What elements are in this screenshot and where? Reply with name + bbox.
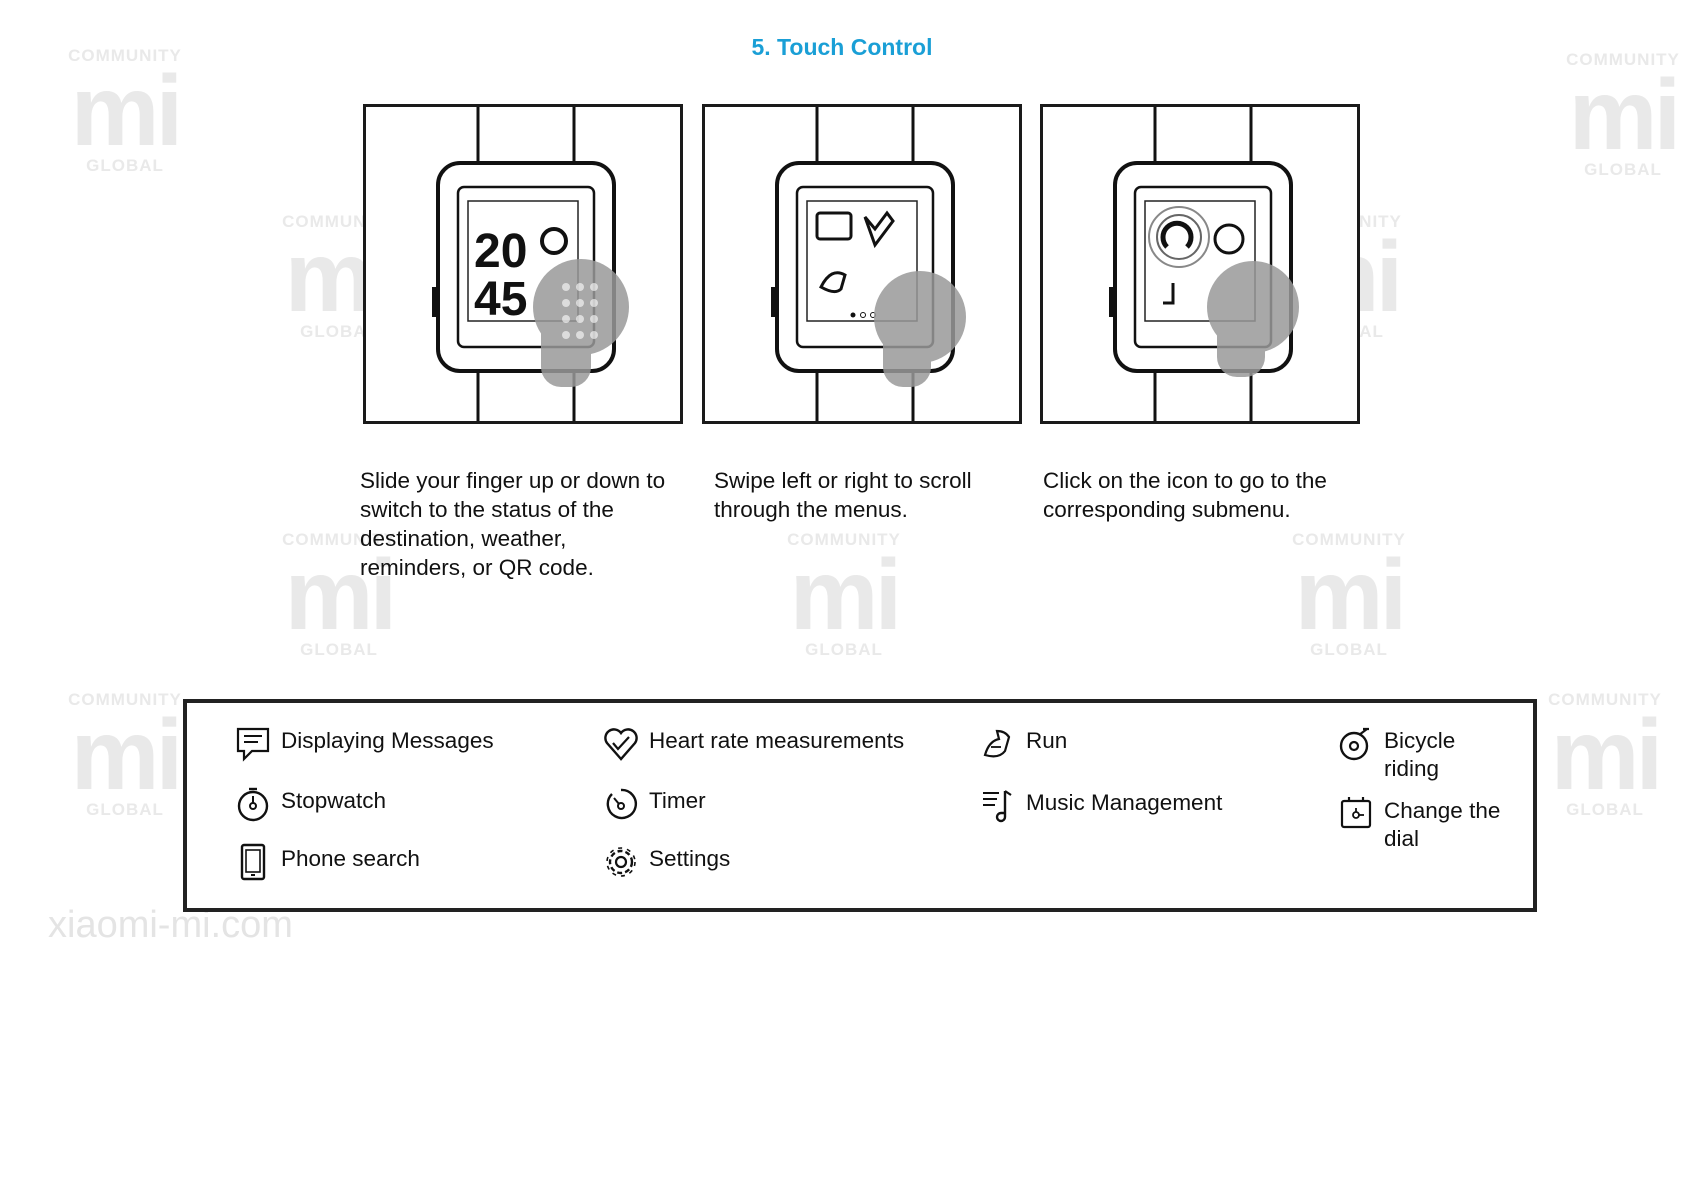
- legend-item-bicycle: Bicycle riding: [1337, 725, 1527, 785]
- watermark-logo: mi: [1294, 539, 1408, 651]
- watch-illustration: [771, 107, 966, 421]
- watch-illustration: [1109, 107, 1299, 421]
- heart-rate-icon: [604, 728, 638, 761]
- legend-label: Bicycle riding: [1384, 728, 1456, 781]
- legend-label: Stopwatch: [281, 788, 387, 813]
- legend-label: Phone search: [281, 846, 420, 871]
- watch-illustration: 20 45: [432, 107, 629, 421]
- caption-swipe-horizontal: Swipe left or right to scroll through th…: [714, 468, 972, 522]
- watermark: COMMUNITY mi GLOBAL: [779, 530, 909, 660]
- watermark-logo: mi: [1568, 59, 1682, 171]
- caption-tap-icon: Click on the icon to go to the correspon…: [1043, 468, 1327, 522]
- watermark-logo: mi: [1550, 699, 1664, 811]
- timer-icon: [606, 788, 637, 820]
- legend-item-stopwatch: Stopwatch: [234, 785, 554, 825]
- watermark-global: GLOBAL: [1310, 640, 1388, 659]
- watermark-logo: mi: [70, 699, 184, 811]
- legend-label: Settings: [649, 846, 731, 871]
- watermark-global: GLOBAL: [805, 640, 883, 659]
- legend-item-dial: Change the dial: [1337, 795, 1527, 855]
- legend-label: Change the dial: [1384, 798, 1501, 851]
- watermark: COMMUNITY mi GLOBAL: [1558, 50, 1684, 180]
- bicycle-icon: [1339, 727, 1369, 761]
- watermark-community: COMMUNITY: [1548, 690, 1662, 709]
- legend-label: Heart rate measurements: [649, 728, 905, 753]
- dial-icon: [1340, 797, 1372, 829]
- settings-icon: [606, 847, 636, 877]
- stopwatch-icon: [237, 787, 269, 822]
- page-title: 5. Touch Control: [751, 34, 933, 60]
- watermark-global: GLOBAL: [1584, 160, 1662, 179]
- illustration-panel-swipe-horizontal: [702, 104, 1022, 424]
- legend-label: Music Management: [1026, 790, 1223, 815]
- caption-swipe-vertical: Slide your finger up or down to switch t…: [360, 468, 666, 580]
- watermark: COMMUNITY mi GLOBAL: [1284, 530, 1414, 660]
- legend-item-music: Music Management: [979, 787, 1279, 827]
- legend-label: Timer: [649, 788, 706, 813]
- watermark: COMMUNITY mi GLOBAL: [60, 46, 190, 176]
- watch-minute: 45: [474, 273, 527, 326]
- legend-item-phone-search: Phone search: [234, 843, 554, 883]
- legend-item-messages: Displaying Messages: [234, 725, 554, 765]
- watermark: COMMUNITY mi GLOBAL: [1540, 690, 1670, 820]
- legend-label: Displaying Messages: [281, 728, 494, 753]
- legend-item-settings: Settings: [602, 843, 902, 883]
- illustration-panel-swipe-vertical: 20 45: [363, 104, 683, 424]
- legend-item-timer: Timer: [602, 785, 902, 825]
- watermark-global: GLOBAL: [1566, 800, 1644, 819]
- illustration-panel-tap-icon: [1040, 104, 1360, 424]
- watermark-global: GLOBAL: [86, 156, 164, 175]
- message-icon: [236, 727, 270, 762]
- watermark-logo: mi: [789, 539, 903, 651]
- phone-icon: [240, 843, 266, 881]
- watermark-community: COMMUNITY: [68, 690, 182, 709]
- legend-item-run: Run: [979, 725, 1179, 765]
- watermark-global: GLOBAL: [300, 640, 378, 659]
- watermark-community: COMMUNITY: [787, 530, 901, 549]
- watermark-logo: mi: [70, 55, 184, 167]
- watermark-global: GLOBAL: [86, 800, 164, 819]
- icon-legend: Displaying Messages Heart rate measureme…: [183, 699, 1537, 912]
- watch-hour: 20: [474, 225, 527, 278]
- run-icon: [983, 729, 1011, 758]
- legend-item-heart-rate: Heart rate measurements: [602, 725, 942, 765]
- watermark-community: COMMUNITY: [1292, 530, 1406, 549]
- music-icon: [983, 790, 1012, 823]
- watermark: COMMUNITY mi GLOBAL: [60, 690, 190, 820]
- legend-label: Run: [1026, 728, 1068, 753]
